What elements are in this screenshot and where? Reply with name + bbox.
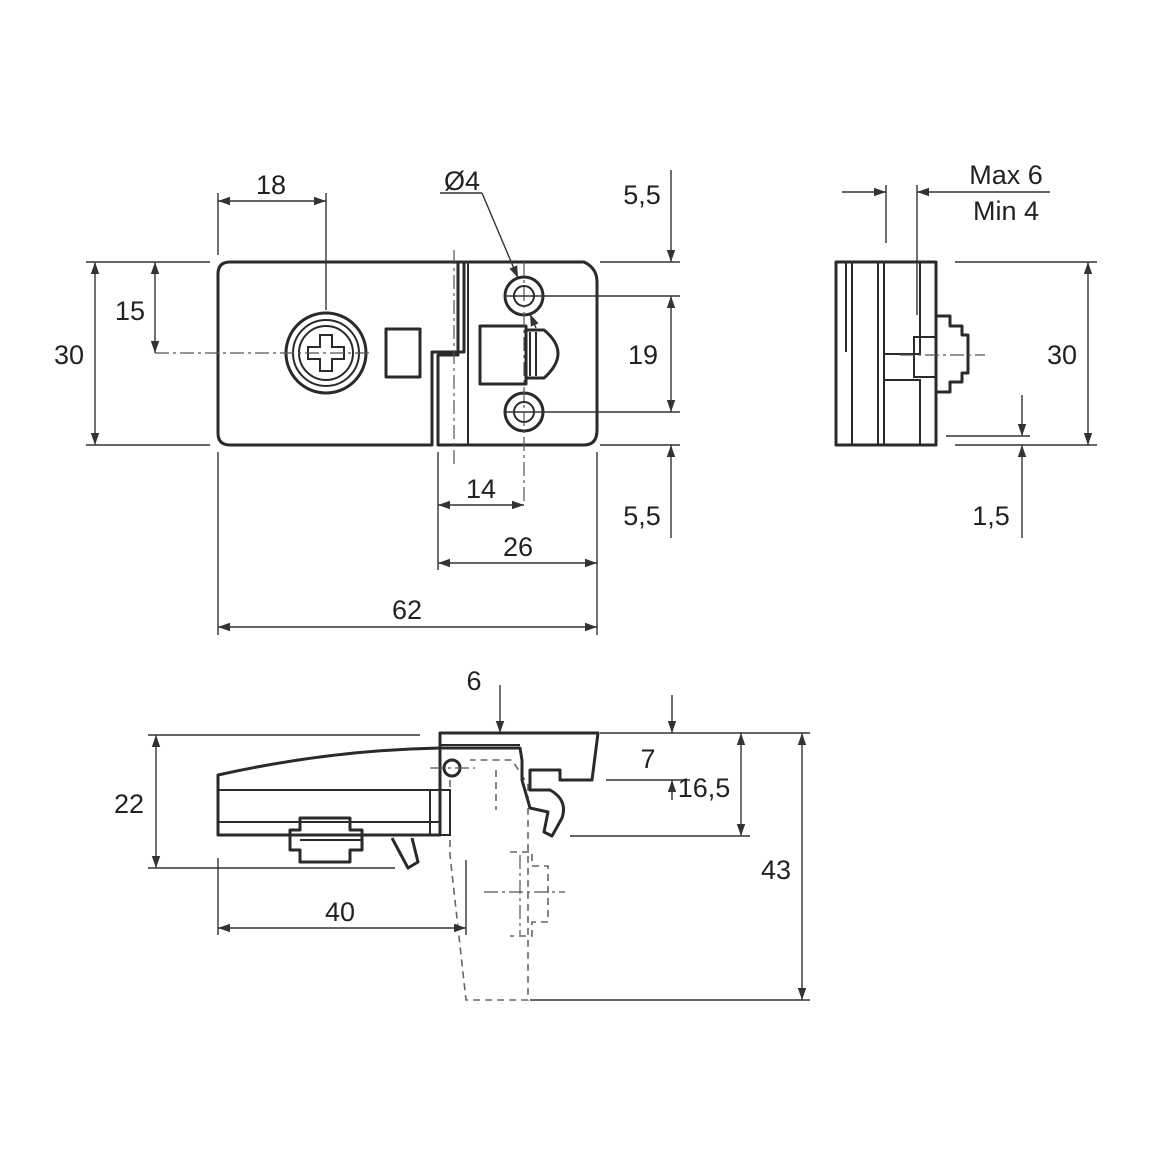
side-view: Max 6 Min 4 30 1,5: [834, 160, 1097, 538]
side-lower-block: [883, 379, 921, 446]
bottom-mounting-plate: [438, 731, 600, 838]
cam-nose: [526, 328, 560, 380]
dim-label-26: 26: [503, 532, 533, 562]
side-upper-block: [883, 261, 921, 355]
dim-label-diameter: Ø4: [444, 166, 480, 196]
dim-label-18: 18: [256, 170, 286, 200]
dim-label-16-5: 16,5: [678, 773, 731, 803]
dim-label-6: 6: [466, 666, 481, 696]
dim-label-62: 62: [392, 595, 422, 625]
dim-label-15: 15: [115, 296, 145, 326]
hinge-base-plate: [216, 260, 466, 447]
dim-label-min-4: Min 4: [973, 196, 1039, 226]
dim-label-side-30: 30: [1047, 340, 1077, 370]
door-cam-hidden: [510, 851, 549, 937]
bottom-view: 22 6 7 16,5 43 40: [114, 666, 810, 1001]
dim-label-5-5-top: 5,5: [623, 180, 661, 210]
dim-label-1-5: 1,5: [972, 501, 1010, 531]
leader-diameter: [481, 192, 519, 279]
hinge-mounting-plate: [436, 260, 599, 447]
dim-label-30: 30: [54, 340, 84, 370]
dim-label-19: 19: [628, 340, 658, 370]
square-slot: [384, 327, 422, 379]
phillips-cross-icon: [307, 334, 345, 372]
dim-label-7: 7: [640, 744, 655, 774]
cam-block: [478, 324, 528, 386]
dim-label-14: 14: [466, 474, 496, 504]
dim-label-max-6: Max 6: [969, 160, 1043, 190]
dim-label-43: 43: [761, 855, 791, 885]
bottom-screw: [288, 816, 364, 864]
dim-label-5-5-bottom: 5,5: [623, 501, 661, 531]
side-cam-nose: [936, 314, 970, 394]
dim-label-22: 22: [114, 789, 144, 819]
dim-label-40: 40: [325, 897, 355, 927]
door-arm-hidden: [449, 759, 529, 1001]
bottom-latch-tab: [390, 837, 420, 870]
front-view: 18 30 15 Ø4 5,5 19 5,5 14 26 62: [54, 166, 680, 635]
